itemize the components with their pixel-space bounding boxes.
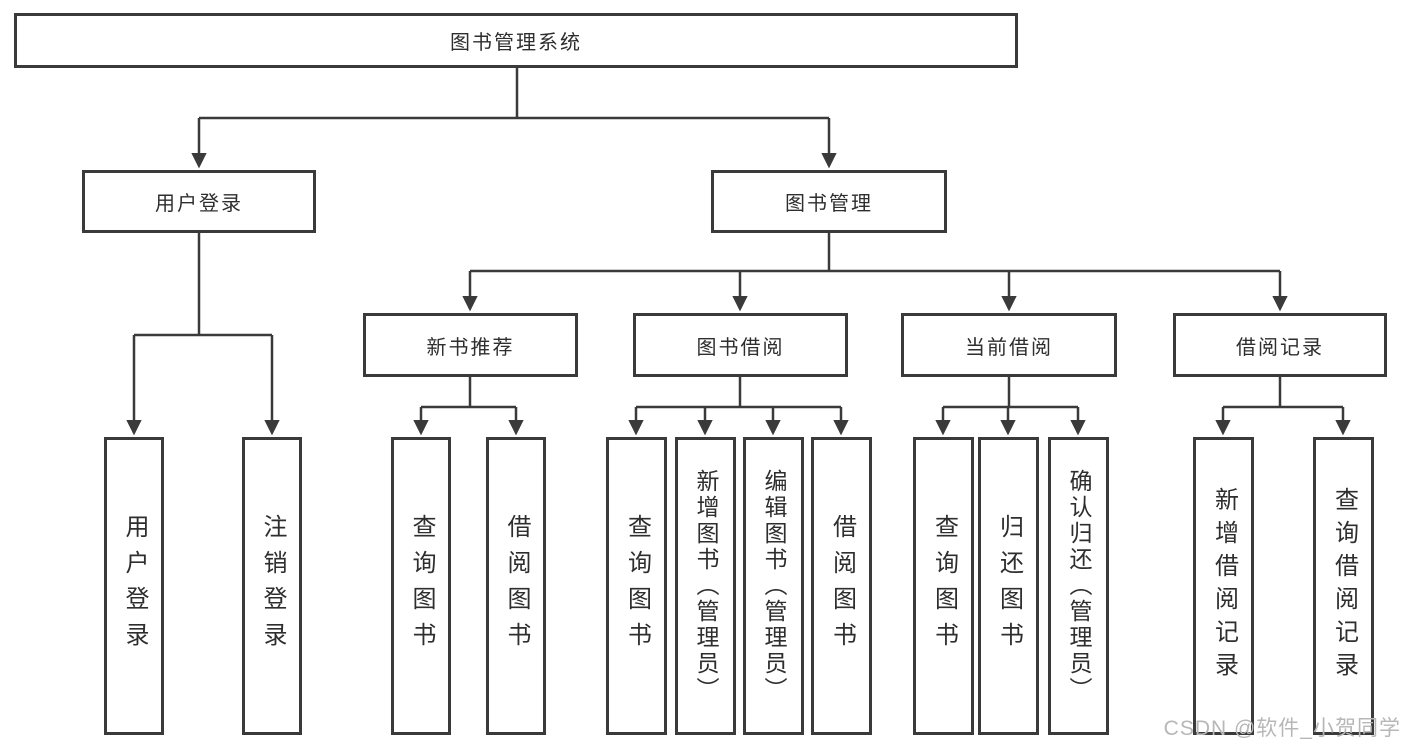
node-label: 图书管理	[785, 193, 873, 215]
leaf-logout: 注销登录	[242, 437, 302, 735]
leaf-query-borrow-record: 查询借阅记录	[1313, 437, 1374, 735]
node-current-borrowing: 当前借阅	[901, 313, 1117, 377]
node-label: 当前借阅	[965, 336, 1053, 359]
leaf-query-books-borrowing: 查询图书	[606, 437, 667, 735]
node-label: 图书借阅	[696, 336, 785, 359]
leaf-label: 查询图书	[408, 514, 435, 658]
node-book-management-branch: 图书管理	[711, 170, 947, 233]
leaf-label: 编辑图书（管理员）	[761, 469, 787, 703]
leaf-borrow-books: 借阅图书	[811, 437, 872, 735]
node-label: 图书管理系统	[450, 32, 582, 54]
csdn-watermark: CSDN @软件_小贺同学	[1163, 717, 1401, 740]
node-user-login-branch: 用户登录	[82, 170, 316, 233]
node-label: 新书推荐	[426, 336, 515, 359]
leaf-label: 用户登录	[121, 514, 148, 658]
leaf-query-books-recommend: 查询图书	[391, 437, 451, 735]
node-label: 借阅记录	[1236, 336, 1324, 359]
leaf-borrow-books-recommend: 借阅图书	[486, 437, 546, 735]
leaf-label: 查询图书	[623, 514, 651, 658]
leaf-label: 新增借阅记录	[1210, 487, 1238, 685]
node-library-management-system: 图书管理系统	[14, 13, 1018, 68]
leaf-confirm-return-admin: 确认归还（管理员）	[1048, 437, 1109, 735]
leaf-add-borrow-record: 新增借阅记录	[1193, 437, 1254, 735]
leaf-label: 借阅图书	[828, 514, 856, 658]
leaf-label: 确认归还（管理员）	[1066, 469, 1092, 703]
leaf-label: 归还图书	[995, 514, 1023, 658]
leaf-label: 注销登录	[259, 514, 286, 658]
edge-arrows	[126, 118, 1351, 436]
node-book-borrowing: 图书借阅	[633, 313, 848, 377]
leaf-label: 新增图书（管理员）	[693, 469, 719, 703]
node-label: 用户登录	[155, 193, 243, 215]
leaf-label: 查询图书	[930, 514, 958, 658]
leaf-query-books-current: 查询图书	[913, 437, 974, 735]
node-borrowing-records: 借阅记录	[1173, 313, 1387, 377]
leaf-edit-books-admin: 编辑图书（管理员）	[743, 437, 804, 735]
leaf-add-books-admin: 新增图书（管理员）	[675, 437, 736, 735]
node-new-book-recommendation: 新书推荐	[363, 313, 578, 377]
edge-trunks	[134, 67, 1343, 409]
leaf-label: 借阅图书	[503, 514, 530, 658]
leaf-user-login: 用户登录	[104, 437, 164, 735]
leaf-return-books: 归还图书	[978, 437, 1039, 735]
leaf-label: 查询借阅记录	[1330, 487, 1358, 685]
